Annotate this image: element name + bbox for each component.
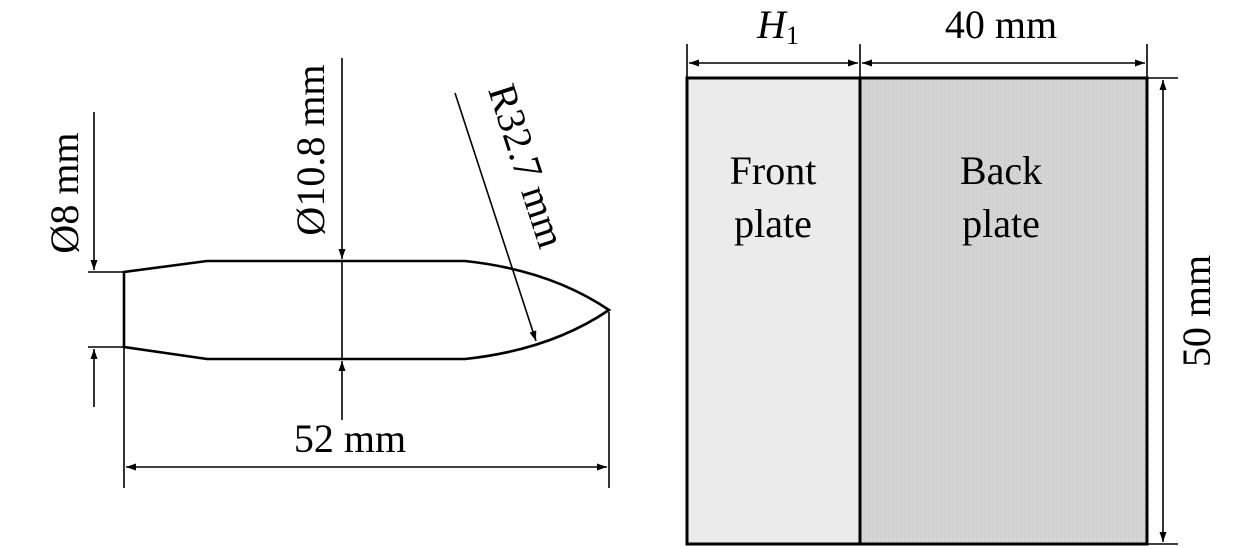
body-diameter-label: Ø10.8 mm xyxy=(288,64,333,235)
top-width-dimensions: H1 40 mm xyxy=(686,2,1148,78)
target-outline xyxy=(685,76,1149,546)
length-dimension: 52 mm xyxy=(123,312,610,488)
base-diameter-dimension: Ø8 mm xyxy=(42,112,124,407)
nose-radius-label: R32.7 mm xyxy=(479,79,574,254)
projectile-outline xyxy=(122,259,612,361)
front-plate-label-line1: Front xyxy=(730,148,817,193)
back-plate-label-line2: plate xyxy=(962,201,1040,246)
back-plate-thickness-label: 40 mm xyxy=(945,2,1057,47)
front-plate-thickness-label: H1 xyxy=(756,2,799,50)
body-diameter-dimension: Ø10.8 mm xyxy=(288,58,346,420)
back-plate xyxy=(860,78,1147,544)
nose-radius-dimension: R32.7 mm xyxy=(454,79,574,342)
target-drawing: Front plate Back plate H1 40 mm 50 mm xyxy=(685,2,1219,546)
front-plate xyxy=(687,78,860,544)
back-plate-label-line1: Back xyxy=(960,148,1042,193)
projectile-drawing: Ø8 mm Ø10.8 mm R32.7 mm 52 mm xyxy=(42,58,612,488)
height-dimension: 50 mm xyxy=(1147,77,1219,545)
front-plate-label-line2: plate xyxy=(734,201,812,246)
height-label: 50 mm xyxy=(1174,255,1219,367)
base-diameter-label: Ø8 mm xyxy=(42,132,87,253)
length-label: 52 mm xyxy=(294,416,406,461)
